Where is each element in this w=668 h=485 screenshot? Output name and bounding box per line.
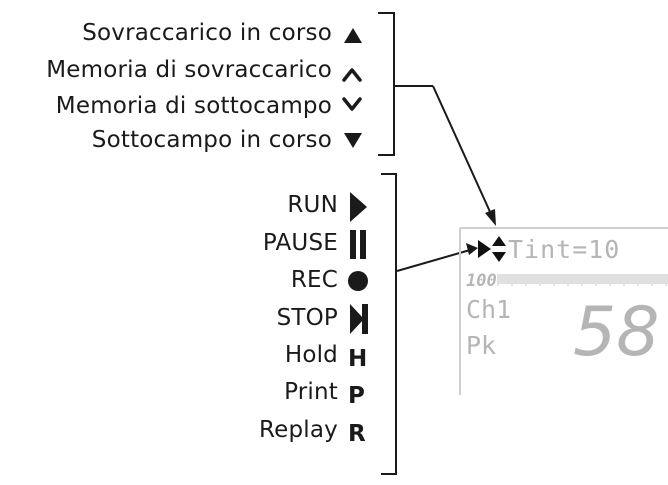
lcd-display [459,227,668,395]
legend-row-overload-current: Sovraccarico in corso [0,19,332,47]
legend-label: PAUSE [262,230,338,256]
lcd-peak-label: Pk [466,331,497,360]
legend-label: Memoria di sottocampo [55,93,332,119]
legend-label: Sovraccarico in corso [82,20,332,46]
legend-label: Replay [259,417,338,443]
record-circle-icon [348,271,368,291]
play-icon [350,192,367,222]
legend-label: STOP [276,305,338,331]
status-bracket [378,12,395,156]
legend-label: REC [290,267,338,293]
letter-h-icon: H [348,346,367,372]
lcd-run-icon [478,240,491,258]
legend-row-print: Print [38,378,338,406]
letter-p-icon: P [348,383,365,409]
lcd-big-value: 58 [573,293,660,372]
lcd-overload-up-icon [492,236,506,246]
legend-label: Hold [284,342,338,368]
pause-icon [350,230,356,259]
chevron-down-icon [342,97,362,111]
status-arrow-line [432,85,492,215]
legend-row-underrange-memory: Memoria di sottocampo [0,92,332,120]
lcd-tint-label: Tint=10 [508,235,621,264]
legend-row-stop: STOP [38,304,338,332]
legend-row-underrange-current: Sottocampo in corso [0,126,332,154]
legend-row-overload-memory: Memoria di sovraccarico [0,56,332,84]
chevron-up-icon [342,68,362,82]
legend-row-replay: Replay [38,416,338,444]
letter-r-icon: R [348,421,366,447]
status-arrowhead [485,209,496,226]
lcd-underrange-down-icon [492,252,506,262]
lcd-channel-label: Ch1 [466,295,512,324]
mode-arrow-line [396,249,471,272]
legend-label: Print [284,379,338,405]
mode-bracket [381,173,397,475]
triangle-down-filled-icon [344,133,362,148]
stop-icon [350,304,368,334]
legend-row-pause: PAUSE [38,229,338,257]
legend-label: RUN [287,192,338,218]
lcd-scale-label: 100 [466,271,497,291]
lcd-level-bar [497,274,668,284]
legend-label: Sottocampo in corso [91,127,332,153]
legend-row-run: RUN [38,191,338,219]
legend-label: Memoria di sovraccarico [46,57,332,83]
triangle-up-filled-icon [344,28,362,43]
mode-arrowhead [466,243,478,255]
legend-row-rec: REC [38,266,338,294]
pause-icon-bar [360,230,366,259]
legend-row-hold: Hold [38,341,338,369]
